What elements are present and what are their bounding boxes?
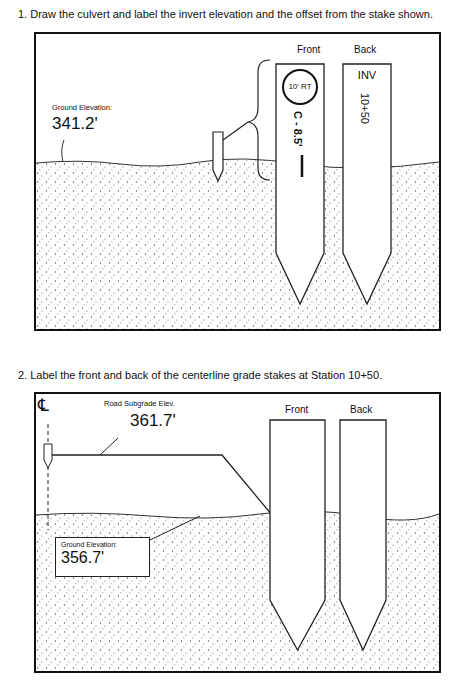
centerline-stake [44, 444, 52, 468]
question-text: 1. Draw the culvert and label the invert… [18, 8, 443, 21]
elevation-value: 361.7' [130, 411, 176, 431]
stake-side-label: Back [350, 404, 372, 416]
leader-line [223, 122, 248, 140]
stake-side-label: Front [297, 44, 320, 56]
callout-label: Ground Elevation: [52, 104, 112, 113]
node-text: C - 8.5' [292, 111, 304, 147]
node-text: Ground Elevation: [61, 541, 144, 549]
road-subgrade [48, 455, 272, 515]
elevation-value: 341.2' [52, 114, 98, 134]
node-text: INV [342, 69, 392, 81]
front-stake: C - 8.5' 10' RT [275, 63, 325, 305]
panel-frame [35, 33, 440, 330]
question-text: 2. Label the front and back of the cente… [18, 369, 443, 382]
leader-line [62, 140, 64, 162]
small-stake [213, 132, 223, 181]
offset-circle: 10' RT [282, 69, 318, 105]
elevation-box: Ground Elevation:356.7' [55, 537, 150, 577]
node-text: 10+50 [359, 93, 371, 124]
centerline [48, 424, 49, 530]
leader-line [100, 438, 118, 455]
node-text: 356.7' [61, 549, 144, 567]
leader-line [150, 516, 200, 540]
centerline-symbol: ℄ [38, 396, 49, 416]
back-stake [340, 420, 386, 650]
bracket [248, 60, 270, 180]
node-text: 10' RT [287, 83, 313, 92]
callout-label: Road Subgrade Elev. [104, 400, 175, 409]
panel-frame [35, 393, 440, 672]
stake-side-label: Back [354, 44, 376, 56]
front-stake [270, 420, 325, 650]
back-stake: INV 10+50 [342, 63, 392, 305]
stake-side-label: Front [285, 404, 308, 416]
